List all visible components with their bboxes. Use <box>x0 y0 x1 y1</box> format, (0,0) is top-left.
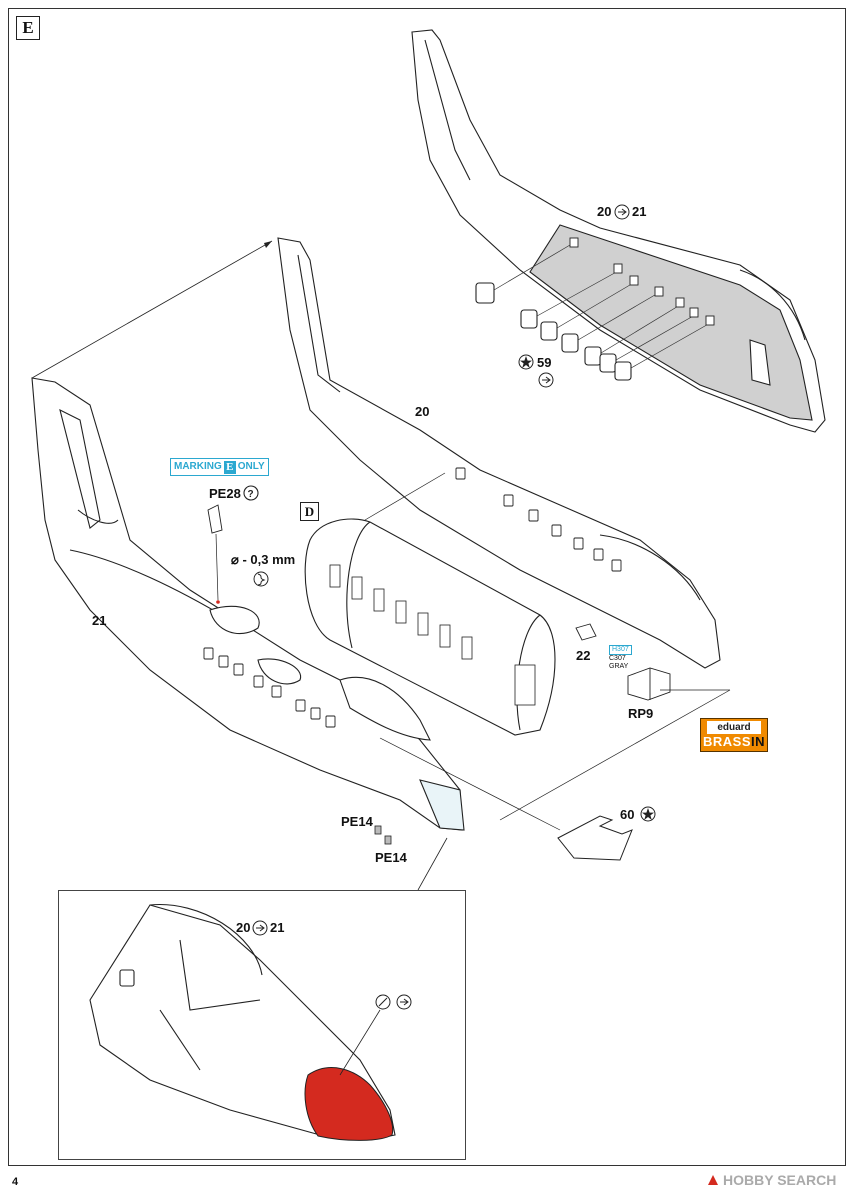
join-label-detail-a: 20 <box>236 920 251 935</box>
leader-part-60 <box>379 737 561 831</box>
pe28-part <box>207 504 223 534</box>
nose-detail-box <box>58 890 466 1160</box>
question-mark-glyph: ? <box>248 489 254 500</box>
window-frames-top <box>475 282 632 381</box>
brassin-bottom-text: BRASSIN <box>701 734 767 750</box>
brassin-top-text: eduard <box>707 721 761 734</box>
leader-detail <box>417 837 448 891</box>
pe14-part-a <box>374 825 382 835</box>
join-label-top-b: 21 <box>632 204 647 219</box>
paint-callout: H307 C307 GRAY <box>609 645 632 671</box>
instruction-frame <box>8 8 846 1166</box>
drill-label: ⌀ - 0,3 mm <box>231 552 296 567</box>
page-number: 4 <box>12 1176 19 1188</box>
marking-text-before: MARKING <box>174 461 222 472</box>
cement-icon-59 <box>538 372 554 388</box>
leader-cabin <box>364 472 446 521</box>
window-leader-lines-top <box>493 244 713 369</box>
leader-left-tail <box>31 240 273 379</box>
part-59-label: 59 <box>537 355 552 370</box>
brassin-logo: eduard BRASSIN <box>700 718 768 752</box>
join-label-top-a: 20 <box>597 204 612 219</box>
leader-brassin <box>499 689 731 821</box>
brassin-bottom-a: BRASS <box>702 734 751 749</box>
drill-point <box>216 600 220 604</box>
marking-only-note: MARKING E ONLY <box>170 458 269 476</box>
brassin-bottom-b: IN <box>751 734 765 749</box>
subassembly-label: D <box>300 502 319 521</box>
arrowhead-left-tail <box>264 241 272 248</box>
marking-text-after: ONLY <box>237 461 265 472</box>
part-21-label: 21 <box>92 613 107 628</box>
fuselage-right-half <box>277 237 721 669</box>
part-60-shape <box>557 815 633 861</box>
fuselage-half-top <box>411 29 826 433</box>
rp9-label: RP9 <box>628 706 654 721</box>
part-20-label: 20 <box>415 404 430 419</box>
part-60-label: 60 <box>620 807 635 822</box>
paint-code: H307 <box>609 645 632 655</box>
watermark-icon <box>708 1175 718 1185</box>
cement-icon-top <box>614 204 630 220</box>
drill-icon <box>253 571 269 587</box>
watermark: HOBBY SEARCH <box>706 1172 836 1188</box>
part-22-label: 22 <box>576 648 591 663</box>
pe14-part-b <box>384 835 392 845</box>
rp9-part <box>627 667 671 701</box>
paint-line2: C307 <box>609 655 626 662</box>
pe28-label: PE28 <box>209 486 241 501</box>
part-22-shape <box>575 623 597 641</box>
watermark-text: HOBBY SEARCH <box>723 1172 837 1188</box>
window-row-left <box>203 647 336 728</box>
window-openings-top <box>569 237 715 326</box>
fuselage-left-half <box>31 377 465 831</box>
window-openings-center <box>455 467 622 572</box>
pe14-label-a: PE14 <box>341 814 373 829</box>
paint-line3: GRAY <box>609 663 629 670</box>
seat-row <box>329 564 536 706</box>
cabin-interior <box>304 518 556 736</box>
star-icon-60 <box>640 806 656 822</box>
marking-badge: E <box>223 460 236 474</box>
step-label: E <box>16 16 40 40</box>
question-icon-pe28 <box>243 485 259 501</box>
pe14-label-b: PE14 <box>375 850 407 865</box>
star-icon-59 <box>518 354 534 370</box>
leader-pe28 <box>215 533 219 601</box>
join-label-detail-b: 21 <box>270 920 285 935</box>
